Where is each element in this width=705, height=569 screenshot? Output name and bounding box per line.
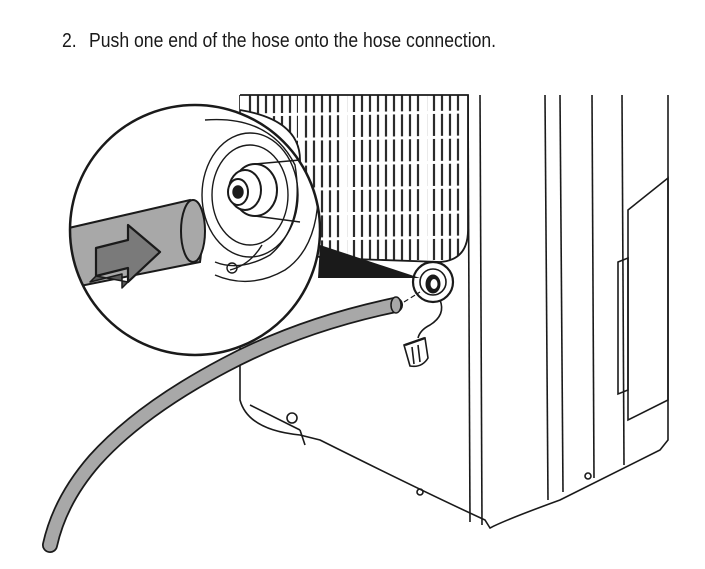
connector-cap xyxy=(403,299,443,368)
zoom-pointer xyxy=(318,245,420,278)
hose-connector xyxy=(411,260,455,304)
hose xyxy=(42,296,403,553)
step-number: 2. xyxy=(62,30,77,52)
push-arrow-icon xyxy=(89,223,162,289)
step-text: Push one end of the hose onto the hose c… xyxy=(89,30,497,52)
zoom-detail xyxy=(68,103,322,357)
step-instruction: 2. Push one end of the hose onto the hose… xyxy=(62,30,496,53)
